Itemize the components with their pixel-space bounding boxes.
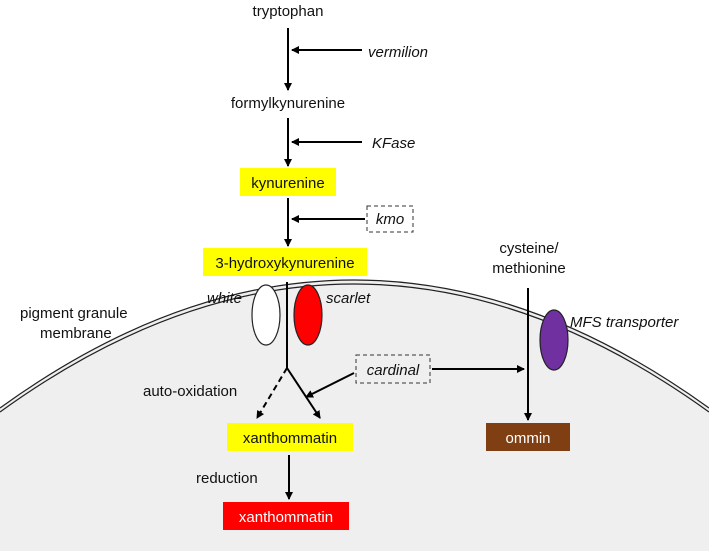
kmo-dashed-box [366,205,414,233]
granule-interior [0,280,709,551]
hydroxykynurenine-box [203,248,367,276]
enzymatic-arrow [286,367,321,419]
vermilion-label: vermilion [368,44,428,61]
reduction-label: reduction [196,470,258,487]
cardinal-dashed-box [355,354,431,384]
xanthommatin-yellow-label: xanthommatin [243,430,337,447]
membrane-inner-line [0,283,709,413]
cardinal-label: cardinal [367,362,420,379]
methionine-label: methionine [492,260,565,277]
auto-oxidation-label: auto-oxidation [143,383,237,400]
kynurenine-box [240,168,336,196]
xanthommatin-yellow-box [227,423,353,451]
xanthommatin-red-label: xanthommatin [239,509,333,526]
cardinal-to-xanthommatin-arrow [305,372,355,398]
pigment-granule [0,279,709,551]
hydroxykynurenine-label: 3-hydroxykynurenine [215,255,354,272]
membrane-label-line1: pigment granule [20,305,128,322]
membrane-label-line2: membrane [40,325,112,342]
membrane-outer-line [0,279,709,409]
scarlet-label: scarlet [326,290,371,307]
scarlet-transporter-oval [293,284,323,346]
tryptophan-label: tryptophan [253,3,324,20]
xanthommatin-red-box [223,502,349,530]
mfs-transporter-oval [539,309,569,371]
mfs-transporter-label: MFS transporter [570,314,679,331]
cysteine-label: cysteine/ [499,240,559,257]
white-transporter-oval [251,284,281,346]
formylkynurenine-label: formylkynurenine [231,95,345,112]
kmo-label: kmo [376,211,404,228]
kynurenine-label: kynurenine [251,175,324,192]
white-label: white [207,290,242,307]
ommin-label: ommin [505,430,550,447]
kfase-label: KFase [372,135,415,152]
ommin-box [486,423,570,451]
